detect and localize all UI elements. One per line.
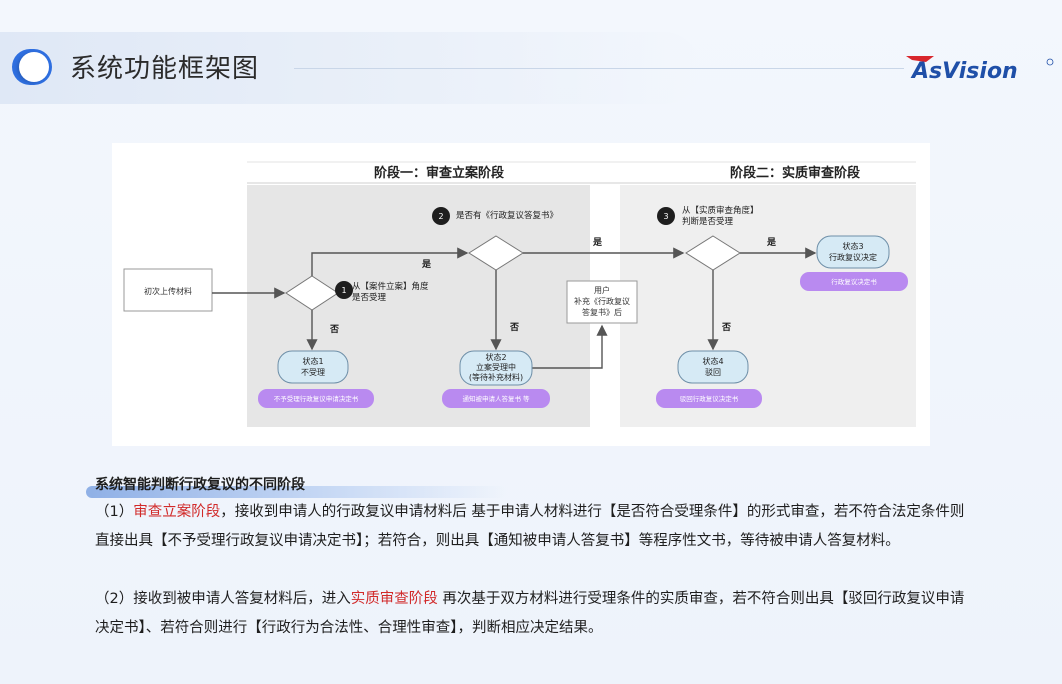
no-label-2: 否 bbox=[509, 322, 519, 333]
state1-line2: 不受理 bbox=[301, 367, 325, 377]
yes-label-2: 是 bbox=[592, 237, 603, 248]
doc-pill-4 bbox=[656, 389, 762, 408]
step2-label: 是否有《行政复议答复书》 bbox=[456, 210, 558, 221]
state-1-node bbox=[277, 350, 349, 384]
step3-label-line1: 从【实质审查角度】 bbox=[682, 205, 759, 216]
company-logo: AsVision bbox=[904, 52, 1056, 84]
start-box bbox=[123, 268, 213, 312]
paragraph-2: （2）接收到被申请人答复材料后，进入实质审查阶段 再次基于双方材料进行受理条件的… bbox=[95, 585, 975, 643]
state3-line2: 行政复议决定 bbox=[829, 252, 877, 262]
step1-number: 1 bbox=[341, 286, 346, 295]
stage1-panel bbox=[247, 185, 590, 427]
framework-diagram: 阶段一：审查立案阶段 阶段二：实质审查阶段 初次上传材料 1 从【案件立案】角度… bbox=[112, 143, 930, 446]
doc1-label: 不予受理行政复议申请决定书 bbox=[274, 394, 359, 403]
step1-badge bbox=[335, 281, 353, 299]
doc4-label: 驳回行政复议决定书 bbox=[680, 394, 739, 403]
page-title: 系统功能框架图 bbox=[70, 54, 260, 84]
user-supplement-box bbox=[566, 280, 638, 324]
logo-mark-icon: AsVision bbox=[906, 56, 1054, 84]
step1-label-line1: 从【案件立案】角度 bbox=[352, 281, 429, 292]
state-3-node bbox=[816, 235, 890, 269]
para1-rest: ，接收到申请人的行政复议申请材料后 基于申请人材料进行【是否符合受理条件】的形式… bbox=[95, 504, 965, 549]
yes-label-3: 是 bbox=[766, 237, 777, 248]
step3-number: 3 bbox=[663, 212, 668, 221]
para1-prefix: （1） bbox=[95, 504, 134, 520]
user-line2: 补充《行政复议 bbox=[574, 296, 630, 306]
caption-underline bbox=[86, 486, 506, 498]
user-line3: 答复书》后 bbox=[582, 307, 622, 317]
state2-line2: 立案受理中 bbox=[476, 362, 516, 372]
no-label-3: 否 bbox=[721, 322, 731, 333]
state2-line1: 状态2 bbox=[485, 352, 506, 362]
toggle-pill-icon bbox=[12, 49, 52, 85]
start-box-label: 初次上传材料 bbox=[144, 286, 192, 296]
para2-prefix: （2）接收到被申请人答复材料后，进入 bbox=[95, 591, 351, 607]
section-caption: 系统智能判断行政复议的不同阶段 bbox=[95, 477, 305, 493]
stage2-title: 阶段二：实质审查阶段 bbox=[730, 165, 860, 181]
doc2-label: 通知被申请人答复书 等 bbox=[462, 394, 530, 403]
para1-highlight: 审查立案阶段 bbox=[133, 504, 221, 520]
state3-line1: 状态3 bbox=[842, 241, 863, 251]
state-4-node bbox=[677, 350, 749, 384]
logo-text: AsVision bbox=[910, 59, 1018, 84]
no-label-1: 否 bbox=[329, 324, 339, 335]
paragraph-1: （1）审查立案阶段，接收到申请人的行政复议申请材料后 基于申请人材料进行【是否符… bbox=[95, 498, 975, 556]
step3-label-line2: 判断是否受理 bbox=[682, 216, 734, 227]
doc-pill-2 bbox=[442, 389, 550, 408]
header-divider bbox=[294, 68, 904, 69]
doc3-label: 行政复议决定书 bbox=[831, 277, 877, 286]
stage1-title: 阶段一：审查立案阶段 bbox=[374, 165, 504, 181]
doc-pill-3 bbox=[800, 272, 908, 291]
state-2-node bbox=[459, 350, 533, 386]
doc-pill-1 bbox=[258, 389, 374, 408]
stage2-panel bbox=[620, 185, 916, 427]
state1-line1: 状态1 bbox=[302, 356, 323, 366]
step2-number: 2 bbox=[438, 212, 443, 221]
state2-line3: (等待补充材料) bbox=[469, 372, 523, 382]
step3-badge bbox=[657, 207, 675, 225]
para2-highlight: 实质审查阶段 bbox=[350, 591, 438, 607]
user-line1: 用户 bbox=[594, 285, 610, 295]
state4-line2: 驳回 bbox=[705, 368, 721, 377]
para2-rest: 再次基于双方材料进行受理条件的实质审查，若不符合则出具【驳回行政复议申请决定书】… bbox=[95, 591, 965, 636]
toggle-knob bbox=[19, 52, 49, 82]
yes-label-1: 是 bbox=[421, 259, 432, 270]
step2-badge bbox=[432, 207, 450, 225]
step1-label-line2: 是否受理 bbox=[352, 292, 387, 303]
state4-line1: 状态4 bbox=[702, 356, 723, 366]
